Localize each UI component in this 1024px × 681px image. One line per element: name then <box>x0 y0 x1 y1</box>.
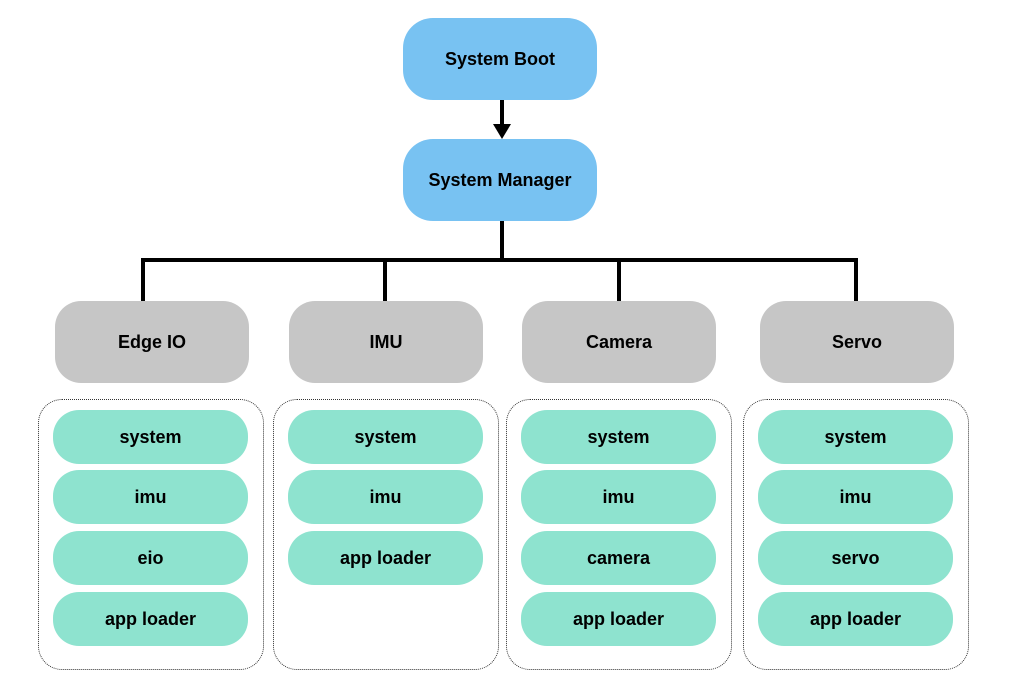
module-group-edge-io: system imu eio app loader <box>38 399 264 670</box>
module-servo: servo <box>758 531 953 585</box>
module-imu: imu <box>521 470 716 524</box>
module-camera: camera <box>521 531 716 585</box>
service-node-edge-io: Edge IO <box>55 301 249 383</box>
service-node-imu: IMU <box>289 301 483 383</box>
module-system: system <box>758 410 953 464</box>
module-imu: imu <box>53 470 248 524</box>
module-app-loader: app loader <box>288 531 483 585</box>
module-system: system <box>53 410 248 464</box>
module-system: system <box>288 410 483 464</box>
module-app-loader: app loader <box>758 592 953 646</box>
module-group-servo: system imu servo app loader <box>743 399 969 670</box>
module-group-camera: system imu camera app loader <box>506 399 732 670</box>
module-app-loader: app loader <box>521 592 716 646</box>
module-imu: imu <box>288 470 483 524</box>
service-node-servo: Servo <box>760 301 954 383</box>
arrow-head-icon <box>493 124 511 139</box>
system-boot-node: System Boot <box>403 18 597 100</box>
system-manager-node: System Manager <box>403 139 597 221</box>
service-node-camera: Camera <box>522 301 716 383</box>
module-imu: imu <box>758 470 953 524</box>
module-app-loader: app loader <box>53 592 248 646</box>
module-eio: eio <box>53 531 248 585</box>
module-system: system <box>521 410 716 464</box>
module-group-imu: system imu app loader <box>273 399 499 670</box>
